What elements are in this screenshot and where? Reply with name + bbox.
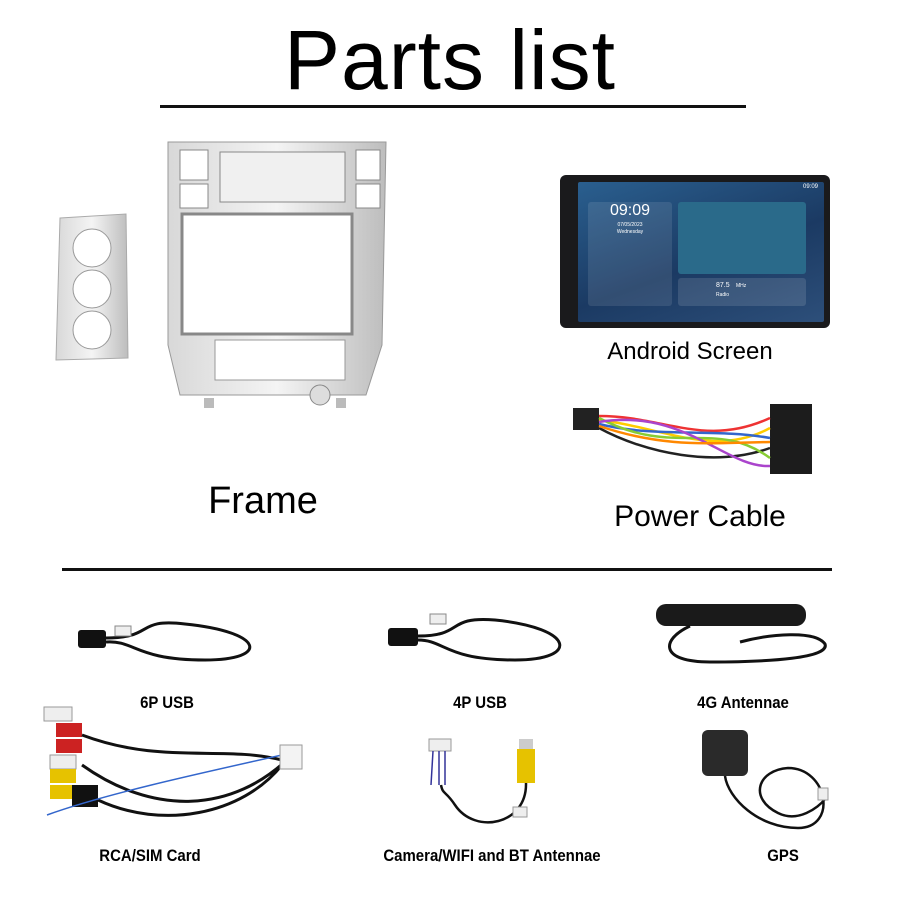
gps-antenna-image bbox=[702, 730, 829, 830]
map-widget bbox=[678, 202, 806, 274]
radio-frequency: 87.5 bbox=[716, 282, 730, 289]
camera-wifi-bt-antenna-image bbox=[428, 738, 535, 824]
radio-widget: 87.5 MHz Radio bbox=[678, 278, 806, 306]
frame-label: Frame bbox=[208, 480, 318, 522]
frame-image bbox=[167, 141, 387, 408]
screen-display: 09:09 09:09 07/05/2023 Wednesday 87.5 MH… bbox=[578, 182, 824, 322]
status-bar-time: 09:09 bbox=[802, 184, 818, 190]
title-underline bbox=[160, 105, 746, 108]
rca-sim-card-image bbox=[43, 706, 303, 817]
usb-6p-image bbox=[78, 621, 252, 662]
antenna-4g-image bbox=[656, 604, 827, 664]
usb-4p-image bbox=[388, 613, 562, 662]
rca-sim-card-label: RCA/SIM Card bbox=[99, 846, 201, 865]
page-title: Parts list bbox=[283, 13, 617, 107]
frame-trim-panel-image bbox=[55, 213, 129, 361]
radio-unit: MHz bbox=[736, 283, 747, 289]
usb-6p-label: 6P USB bbox=[140, 693, 194, 712]
usb-4p-label: 4P USB bbox=[453, 693, 507, 712]
clock-widget bbox=[588, 202, 672, 306]
android-screen-label: Android Screen bbox=[607, 338, 773, 365]
antenna-4g-label: 4G Antennae bbox=[697, 693, 789, 712]
date-text: 07/05/2023 bbox=[617, 222, 643, 228]
radio-label: Radio bbox=[716, 292, 730, 298]
day-text: Wednesday bbox=[616, 229, 644, 235]
power-cable-image bbox=[573, 404, 812, 474]
android-screen-image: 09:09 09:09 07/05/2023 Wednesday 87.5 MH… bbox=[560, 175, 830, 328]
section-divider bbox=[62, 568, 832, 571]
clock-text: 09:09 bbox=[609, 202, 651, 219]
camera-wifi-bt-antenna-label: Camera/WIFI and BT Antennae bbox=[383, 846, 601, 865]
gps-label: GPS bbox=[767, 846, 799, 865]
power-cable-label: Power Cable bbox=[614, 500, 786, 533]
